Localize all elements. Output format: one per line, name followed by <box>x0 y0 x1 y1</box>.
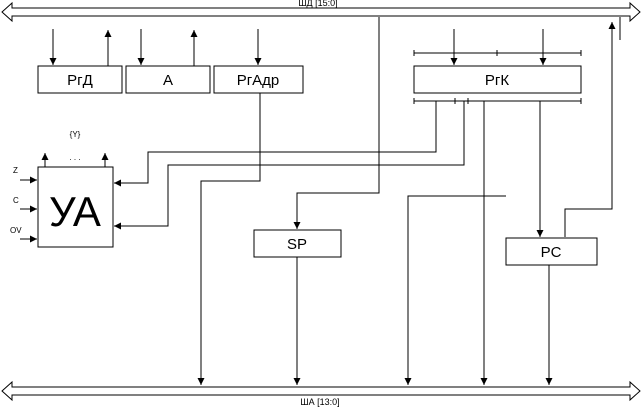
register-pc-label: PC <box>541 244 562 261</box>
input-label-ov: OV <box>10 226 22 235</box>
register-rgk-label: РгК <box>485 72 509 89</box>
register-sp: SP <box>253 229 342 258</box>
wire-rgk-to-control-2 <box>114 101 465 230</box>
address-bus-label: ША [13:0] <box>300 397 339 407</box>
data-bus-label: ШД [15:0] <box>298 0 337 8</box>
register-rgd-label: РгД <box>67 72 93 89</box>
register-rgd: РгД <box>37 65 123 94</box>
connections <box>20 17 621 385</box>
wire-bus-to-sp <box>293 17 380 229</box>
register-rgadr-label: РгАдр <box>237 72 280 89</box>
wire-rgk-to-control-1 <box>114 101 437 187</box>
control-outputs-dots: . . . <box>69 153 80 162</box>
input-label-z: Z <box>13 166 18 175</box>
wire-rgadr-to-addr-bus <box>197 93 261 385</box>
wire-pc-to-bus <box>564 22 616 237</box>
control-outputs-label: {Y} <box>70 130 81 139</box>
wire-addr-bus-line <box>404 195 506 385</box>
control-unit: УА {Y} . . . Z C OV <box>10 130 114 248</box>
register-sp-label: SP <box>287 236 307 253</box>
register-a: А <box>125 65 211 94</box>
input-label-c: C <box>13 196 19 205</box>
register-a-label: А <box>163 72 173 89</box>
data-bus: ШД [15:0] <box>1 0 641 23</box>
register-pc: PC <box>505 237 598 266</box>
control-unit-label: УА <box>49 188 101 235</box>
register-rgadr: РгАдр <box>213 65 304 94</box>
address-bus: ША [13:0] <box>1 380 641 407</box>
register-rgk: РгК <box>413 50 582 104</box>
